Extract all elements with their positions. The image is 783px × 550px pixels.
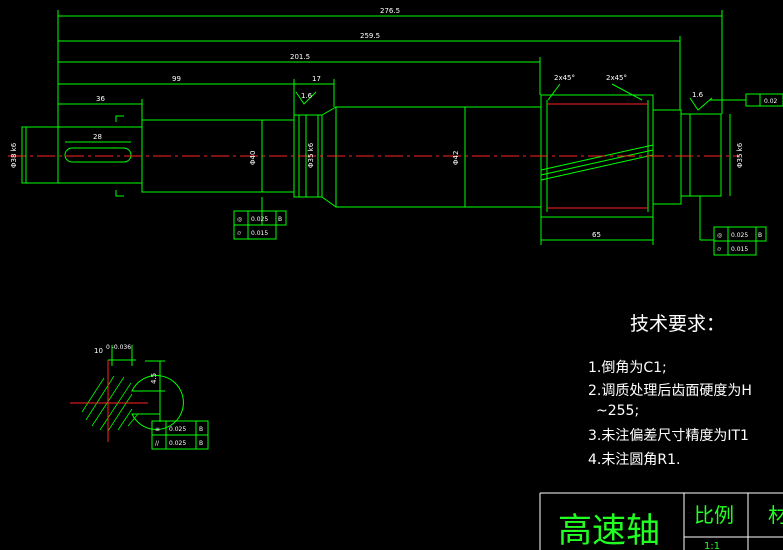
tol-section-datum-1: B bbox=[199, 426, 203, 433]
tol-left-value-2: 0.015 bbox=[251, 230, 268, 237]
scale-label: 比例 bbox=[694, 503, 734, 527]
dim-total-length: 276.5 bbox=[380, 7, 400, 15]
tol-section-symbol-1: ≡ bbox=[155, 426, 160, 433]
runout-frame bbox=[745, 93, 783, 107]
section-depth-label: 4.5 bbox=[150, 373, 158, 384]
requirement-item-2: 2.调质处理后齿面硬度为H bbox=[588, 383, 752, 399]
tol-right-symbol-2: ⌭ bbox=[717, 246, 722, 253]
tol-section-value-2: 0.025 bbox=[169, 440, 186, 447]
shaft-bearing-right bbox=[680, 113, 722, 197]
tolerance-frame-right: ◎ 0.025 B ⌭ 0.015 bbox=[713, 226, 767, 256]
tolerance-frame-section: ≡ 0.025 B // 0.025 B bbox=[151, 420, 209, 450]
requirement-item-1: 1.倒角为C1; bbox=[588, 360, 667, 376]
tol-left-datum-1: B bbox=[278, 216, 282, 223]
requirement-item-4: 3.未注偏差尺寸精度为IT1 bbox=[588, 428, 749, 444]
runout-value: 0.02 bbox=[764, 98, 778, 105]
title-block bbox=[539, 492, 783, 550]
dim-length-4: 99 bbox=[172, 75, 181, 83]
requirement-item-5: 4.未注圆角R1. bbox=[588, 452, 680, 468]
dim-roughness-right: 1.6 bbox=[692, 91, 704, 99]
dim-dia-step: Φ40 bbox=[249, 151, 257, 165]
part-name: 高速轴 bbox=[558, 511, 660, 550]
tolerance-frame-left: ◎ 0.025 B ⌭ 0.015 bbox=[233, 210, 287, 240]
section-width-label: 10 bbox=[94, 347, 103, 355]
dim-dia-left-end: Φ38 k6 bbox=[10, 142, 18, 168]
requirement-item-3: ~255; bbox=[596, 403, 639, 419]
tol-section-datum-2: B bbox=[199, 440, 203, 447]
tol-right-datum-1: B bbox=[758, 232, 762, 239]
shaft-right-shoulder bbox=[652, 109, 682, 205]
tol-right-value-1: 0.025 bbox=[731, 232, 748, 239]
tol-left-value-1: 0.025 bbox=[251, 216, 268, 223]
requirements-title: 技术要求： bbox=[630, 313, 725, 335]
dim-chamfer-2: 2x45° bbox=[606, 74, 627, 82]
tol-right-symbol-1: ◎ bbox=[717, 232, 722, 239]
material-label: 材 bbox=[768, 503, 783, 527]
tol-section-value-1: 0.025 bbox=[169, 426, 186, 433]
keyway-slot bbox=[64, 147, 132, 163]
dim-length-5: 36 bbox=[96, 95, 105, 103]
gear-red-lines bbox=[547, 103, 648, 209]
dim-gear-width: 65 bbox=[592, 231, 601, 239]
scale-value: 1:1 bbox=[704, 541, 720, 550]
dim-chamfer-1: 2x45° bbox=[554, 74, 575, 82]
tol-right-value-2: 0.015 bbox=[731, 246, 748, 253]
dim-dia-bearing-right: Φ35 k6 bbox=[736, 142, 744, 168]
shaft-stub bbox=[21, 126, 59, 184]
dim-length-2: 259.5 bbox=[360, 32, 380, 40]
dimension-lines bbox=[25, 10, 746, 245]
tol-section-symbol-2: // bbox=[155, 440, 160, 447]
dim-shoulder-width: 17 bbox=[312, 75, 321, 83]
tol-left-symbol-2: ⌭ bbox=[237, 230, 242, 237]
dim-dia-middle: Φ42 bbox=[452, 151, 460, 165]
shaft-middle bbox=[335, 106, 542, 208]
tol-left-symbol-1: ◎ bbox=[237, 216, 242, 223]
section-width-tol: 0 -0.036 bbox=[106, 344, 131, 351]
section-view: 10 0 -0.036 4.5 bbox=[70, 344, 184, 442]
dim-length-3: 201.5 bbox=[290, 53, 310, 61]
dim-roughness-left: 1.6 bbox=[301, 92, 313, 100]
dim-keyway-length: 28 bbox=[93, 133, 102, 141]
dim-dia-bearing-left: Φ35 k6 bbox=[307, 142, 315, 168]
